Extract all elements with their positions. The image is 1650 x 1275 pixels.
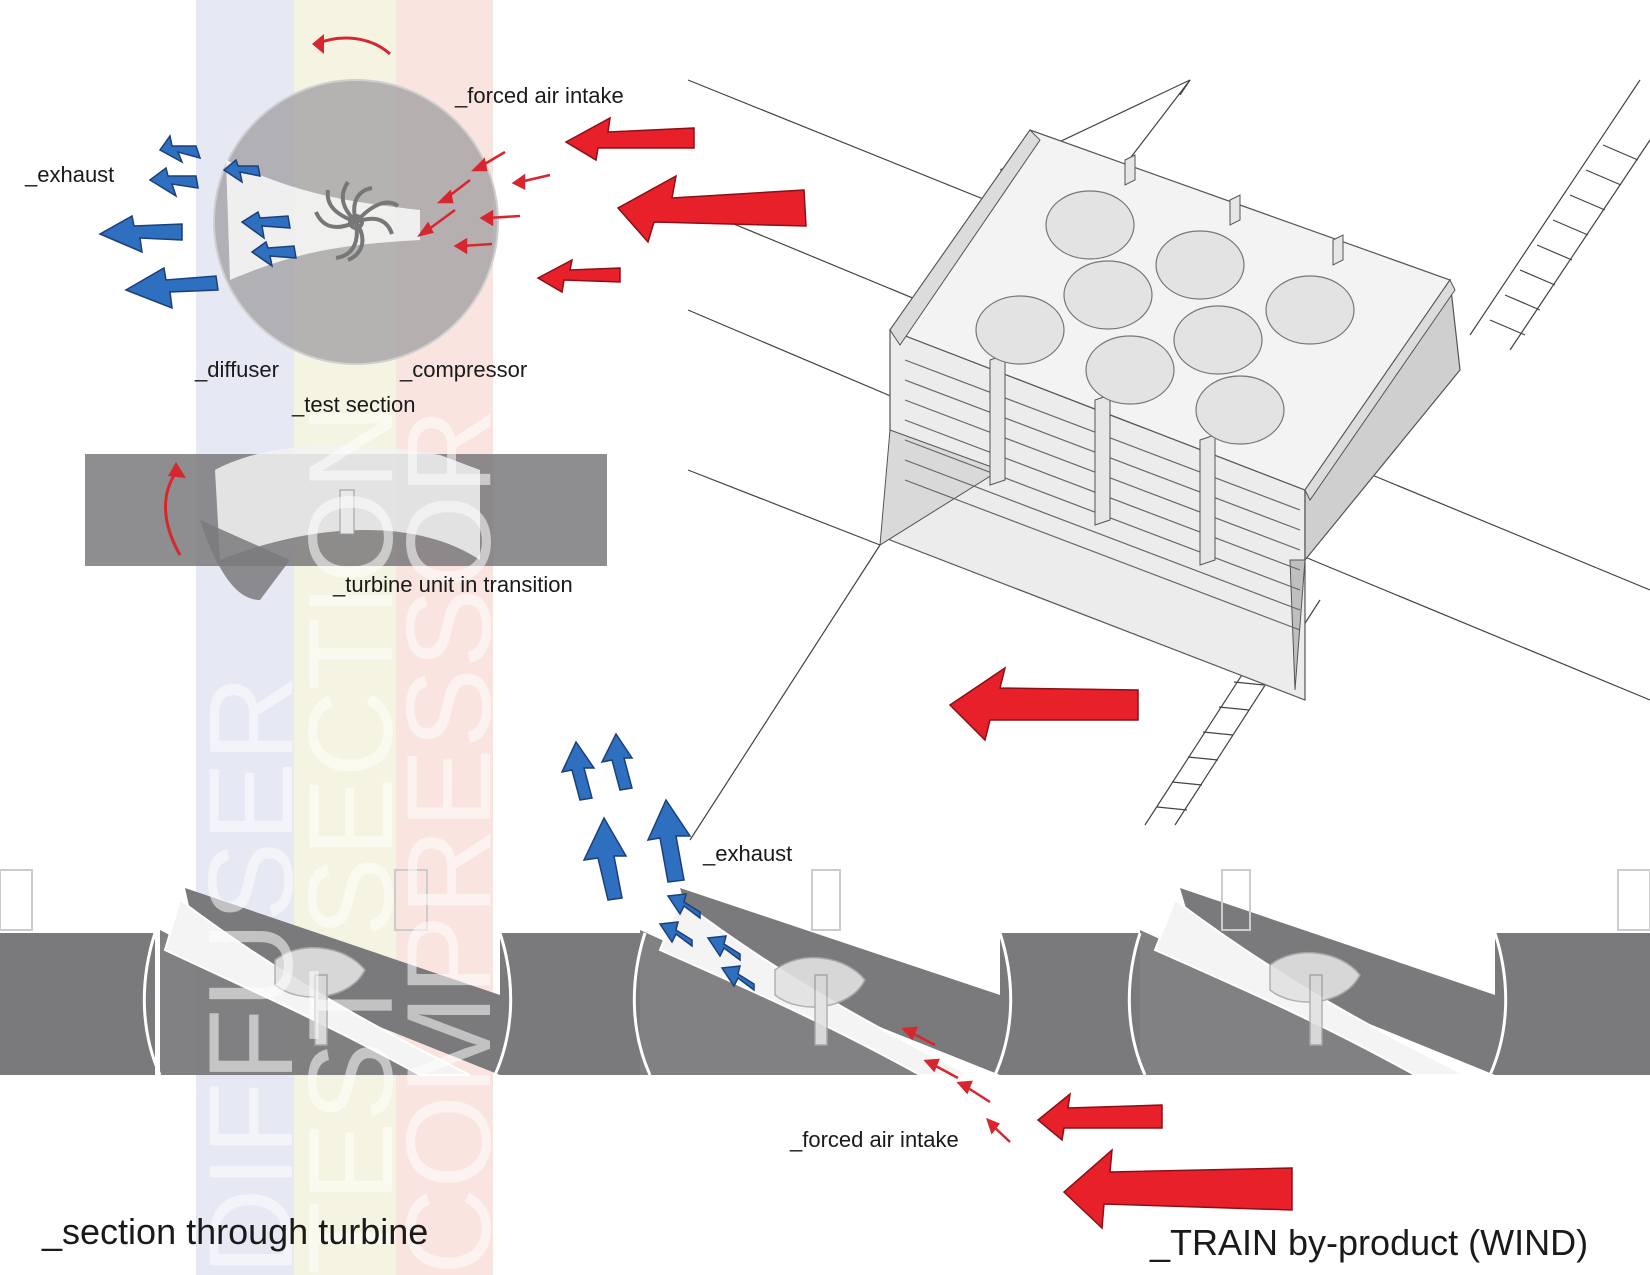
label-test-section: _test section: [292, 392, 416, 417]
intake-arrows-bottom: [901, 1026, 1011, 1143]
label-forced-air-intake-bottom: _forced air intake: [790, 1127, 959, 1152]
section-title: _section through turbine: [42, 1211, 429, 1252]
intake-wind-arrows-bottom: [1036, 1092, 1293, 1230]
bottom-turbine-circles: [142, 932, 1508, 1076]
watermark-compressor: COMPRESSOR: [382, 408, 516, 1275]
watermark-test-section: TEST SECTION: [284, 404, 418, 1275]
label-exhaust-bottom: _exhaust: [703, 841, 793, 866]
train-roof-block: [879, 129, 1461, 701]
intake-wind-arrows-top: [536, 116, 807, 294]
exhaust-arrows-bottom: [560, 732, 755, 992]
turbine-transition-band: [85, 445, 607, 600]
label-forced-air-intake-top: _forced air intake: [455, 83, 624, 108]
outline-markers: [0, 869, 1650, 931]
wind-arrow-center: [948, 666, 1139, 742]
rotor-icon: [314, 180, 400, 262]
label-exhaust-top: _exhaust: [25, 162, 115, 187]
label-diffuser: _diffuser: [195, 357, 279, 382]
exhaust-arrows-top: [98, 134, 297, 310]
label-turbine-unit-in-transition: _turbine unit in transition: [333, 572, 573, 597]
watermark-diffuser: DIFFUSER: [184, 675, 318, 1275]
train-title: _TRAIN by-product (WIND): [1150, 1222, 1589, 1263]
intake-arrows-top: [416, 150, 551, 255]
section-watermarks: DIFFUSER TEST SECTION COMPRESSOR: [184, 404, 516, 1275]
label-compressor: _compressor: [400, 357, 528, 382]
bottom-rotors: [274, 947, 1361, 1046]
